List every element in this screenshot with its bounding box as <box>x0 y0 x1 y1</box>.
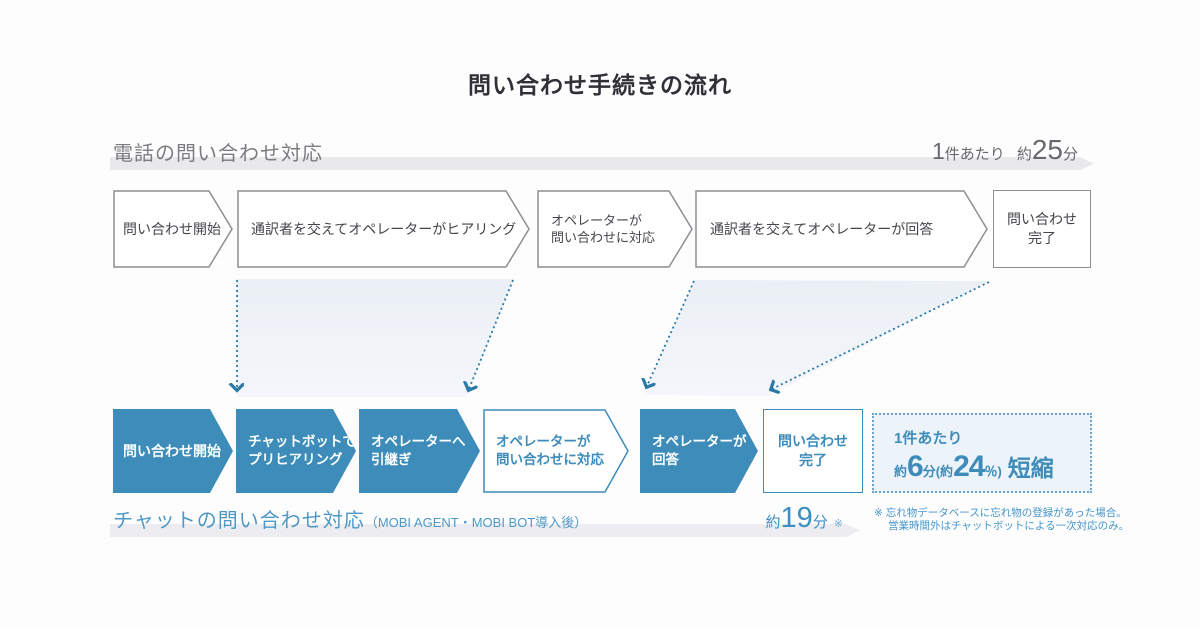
chat-section-label-main: チャットの問い合わせ対応 <box>113 510 365 532</box>
page-title: 問い合わせ手続きの流れ <box>468 72 732 98</box>
step-label-line1: 問い合わせ <box>778 433 848 450</box>
chat-timeline-bar <box>110 524 860 537</box>
chat-step-handover: オペレーターへ 引継ぎ <box>359 409 481 493</box>
summary-approx: 約 <box>894 464 908 479</box>
step-label: 通訳者を交えてオペレーターがヒアリング <box>251 220 517 237</box>
step-label-line2: 引継ぎ <box>371 452 412 467</box>
summary-paren-open: (約 <box>935 464 954 479</box>
summary-minutes: 6 <box>907 450 924 483</box>
chat-section-label-sub: （MOBI AGENT・MOBI BOT導入後） <box>364 515 588 530</box>
footnote-line2: 営業時間外はチャットボットによる一次対応のみ。 <box>888 520 1130 532</box>
summary-unit: 分 <box>922 464 936 479</box>
chat-step-start: 問い合わせ開始 <box>113 409 234 493</box>
phone-time-note: 1 件あたり 約 25 分 <box>932 134 1078 166</box>
phone-time-minutes: 25 <box>1031 134 1063 165</box>
chat-time-unit: 分 <box>812 514 828 531</box>
phone-time-approx: 約 <box>1016 146 1032 163</box>
step-label: 通訳者を交えてオペレーターが回答 <box>710 220 934 237</box>
dotted-arrow-4 <box>772 281 990 389</box>
chat-time-approx: 約 <box>765 514 781 531</box>
chat-step-answer: オペレーターが 回答 <box>640 409 759 493</box>
arrow-shape <box>237 190 530 268</box>
mapping-shade-right <box>644 280 989 396</box>
phone-step-answer: 通訳者を交えてオペレーターが回答 <box>695 190 988 268</box>
phone-timeline-bar <box>110 157 1094 170</box>
arrow-shape <box>113 190 233 268</box>
chat-time-note-mark: ※ <box>833 518 843 530</box>
step-label-line1: 問い合わせ <box>1007 211 1077 228</box>
chat-step-handle: オペレーターが 問い合わせに対応 <box>483 409 629 493</box>
phone-time-unit: 分 <box>1062 146 1078 163</box>
step-label-line2: プリヒアリング <box>248 452 343 467</box>
summary-line1: 1件あたり <box>894 430 963 447</box>
summary-suffix: 短縮 <box>1007 455 1054 481</box>
step-label-line2: 完了 <box>1028 230 1056 246</box>
phone-step-handle: オペレーターが 問い合わせに対応 <box>537 190 693 268</box>
step-label-line2: 完了 <box>799 452 827 468</box>
arrow-shape <box>640 409 758 493</box>
step-label-line2: 問い合わせに対応 <box>496 452 604 467</box>
phone-time-count: 1 <box>932 138 945 164</box>
step-label-line1: チャットボットで <box>248 434 356 450</box>
chat-section-label: チャットの問い合わせ対応 （MOBI AGENT・MOBI BOT導入後） <box>113 504 587 533</box>
arrow-shape <box>695 190 988 268</box>
summary-paren-close: ％) <box>984 464 1002 479</box>
phone-section-label: 電話の問い合わせ対応 <box>113 143 323 165</box>
summary-percent: 24 <box>953 450 985 483</box>
step-label: 問い合わせ開始 <box>123 442 221 459</box>
step-label: 問い合わせ開始 <box>123 220 221 237</box>
phone-step-complete: 問い合わせ 完了 <box>993 190 1091 268</box>
chat-step-complete: 問い合わせ 完了 <box>763 409 863 493</box>
chat-time-note: 約 19 分 ※ <box>765 502 843 535</box>
chat-time-minutes: 19 <box>780 502 813 534</box>
mapping-shade-left <box>237 279 513 397</box>
arrow-shape <box>537 190 693 268</box>
phone-time-count-suffix: 件あたり <box>944 146 1005 163</box>
step-label-line2: 問い合わせに対応 <box>551 230 656 245</box>
footnote-line1: ※ 忘れ物データベースに忘れ物の登録があった場合。 <box>874 507 1127 519</box>
dotted-arrow-3 <box>647 280 695 386</box>
footnote: ※ 忘れ物データベースに忘れ物の登録があった場合。 営業時間外はチャットボットに… <box>874 507 1129 533</box>
arrow-shape <box>483 409 629 493</box>
arrow-shape <box>236 409 356 493</box>
step-label-line1: オペレーターが <box>652 434 747 450</box>
arrow-shape <box>113 409 233 493</box>
step-label-line1: オペレーターが <box>496 434 591 450</box>
step-label-line1: オペレーターが <box>551 212 643 228</box>
chat-step-prehearing: チャットボットで プリヒアリング <box>236 409 357 493</box>
step-label-line1: オペレーターへ <box>371 434 466 450</box>
phone-step-hearing: 通訳者を交えてオペレーターがヒアリング <box>237 190 530 268</box>
time-saved-summary-box: 1件あたり 約 6 分 (約 24 ％) 短縮 <box>872 413 1092 493</box>
arrow-shape <box>359 409 480 493</box>
phone-step-start: 問い合わせ開始 <box>113 190 233 268</box>
summary-line2: 約 6 分 (約 24 ％) 短縮 <box>894 449 1090 484</box>
step-label-line2: 回答 <box>652 452 679 467</box>
